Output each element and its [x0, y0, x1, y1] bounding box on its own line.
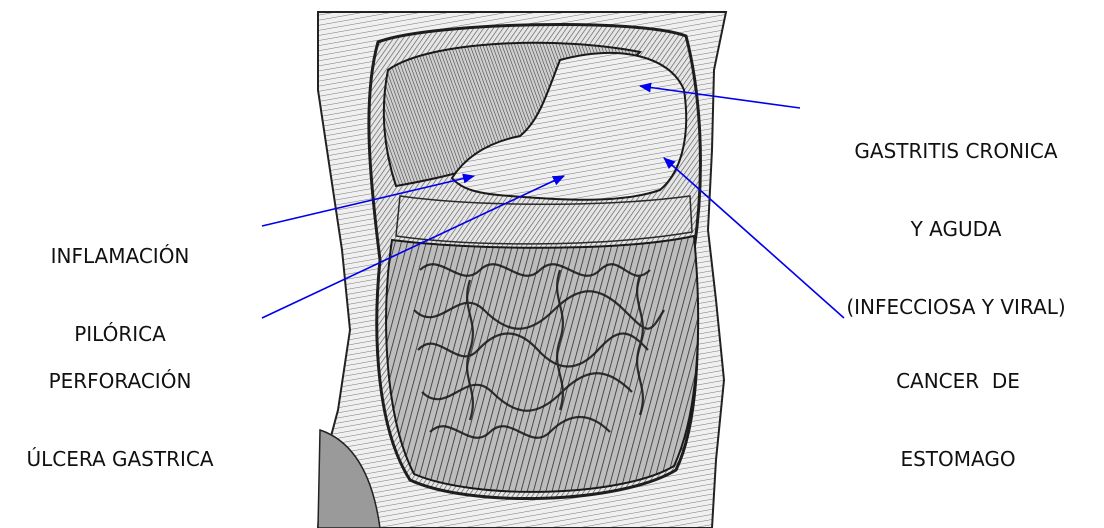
- small-intestines: [386, 236, 698, 492]
- label-gastritis-line1: GASTRITIS CRONICA: [808, 138, 1104, 164]
- label-perforacion: PERFORACIÓN ÚLCERA GASTRICA: [0, 316, 240, 524]
- label-gastritis-line2: Y AGUDA: [808, 216, 1104, 242]
- label-perforacion-line1: PERFORACIÓN: [0, 368, 240, 394]
- label-cancer-line2: ESTOMAGO: [840, 446, 1076, 472]
- label-inflamacion-line1: INFLAMACIÓN: [0, 243, 240, 269]
- label-perforacion-line2: ÚLCERA GASTRICA: [0, 446, 240, 472]
- label-cancer-line1: CANCER DE: [840, 368, 1076, 394]
- label-cancer: CANCER DE ESTOMAGO: [840, 316, 1076, 524]
